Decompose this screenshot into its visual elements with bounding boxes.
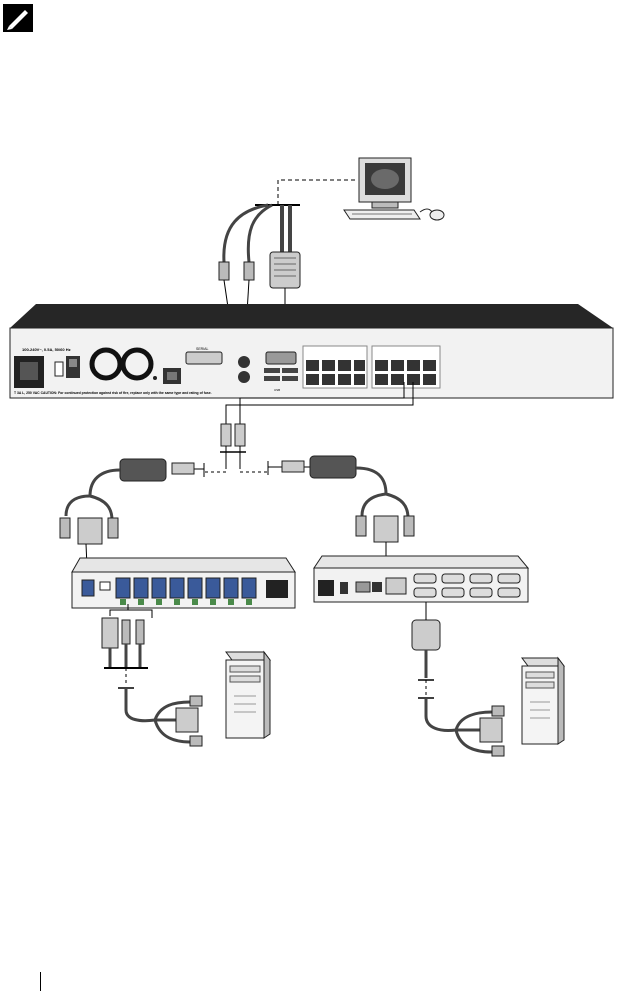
ethernet-port — [163, 368, 181, 384]
keyboard-icon — [343, 209, 421, 220]
right-cascade-switch — [313, 555, 530, 603]
fan-icon — [89, 347, 154, 381]
right-server-cable — [411, 602, 505, 757]
power-inlet — [14, 356, 44, 388]
usb-ports: USB — [264, 368, 298, 392]
left-cascade-switch — [71, 557, 296, 609]
serial-port: SERIAL — [185, 347, 223, 365]
power-rating-label: 100-240V~, 0.5A, 50/60 Hz — [22, 347, 71, 352]
monitor-cable — [277, 179, 355, 205]
usb-label: USB — [274, 388, 280, 392]
left-interface-pod — [59, 458, 195, 591]
pencil-note-icon — [3, 4, 33, 32]
cat5-cables — [176, 382, 414, 477]
monitor-icon — [358, 157, 412, 209]
arin-ports — [302, 345, 441, 389]
right-interface-pod — [281, 455, 415, 595]
kvm-switch: 100-240V~, 0.5A, 50/60 Hz T 3A L, 250 VA… — [9, 304, 614, 399]
tower-computer-icon — [521, 656, 565, 745]
page-footer-rule — [40, 972, 41, 991]
serial-port-label: SERIAL — [196, 347, 209, 351]
left-server-cable — [101, 604, 203, 747]
power-switch — [66, 356, 80, 378]
ps2-ports — [238, 356, 250, 383]
tower-computer-icon — [225, 650, 271, 739]
vga-port — [265, 351, 297, 365]
mouse-icon — [419, 208, 445, 221]
caution-label: T 3A L, 250 VAC CAUTION: For continued p… — [14, 391, 212, 395]
